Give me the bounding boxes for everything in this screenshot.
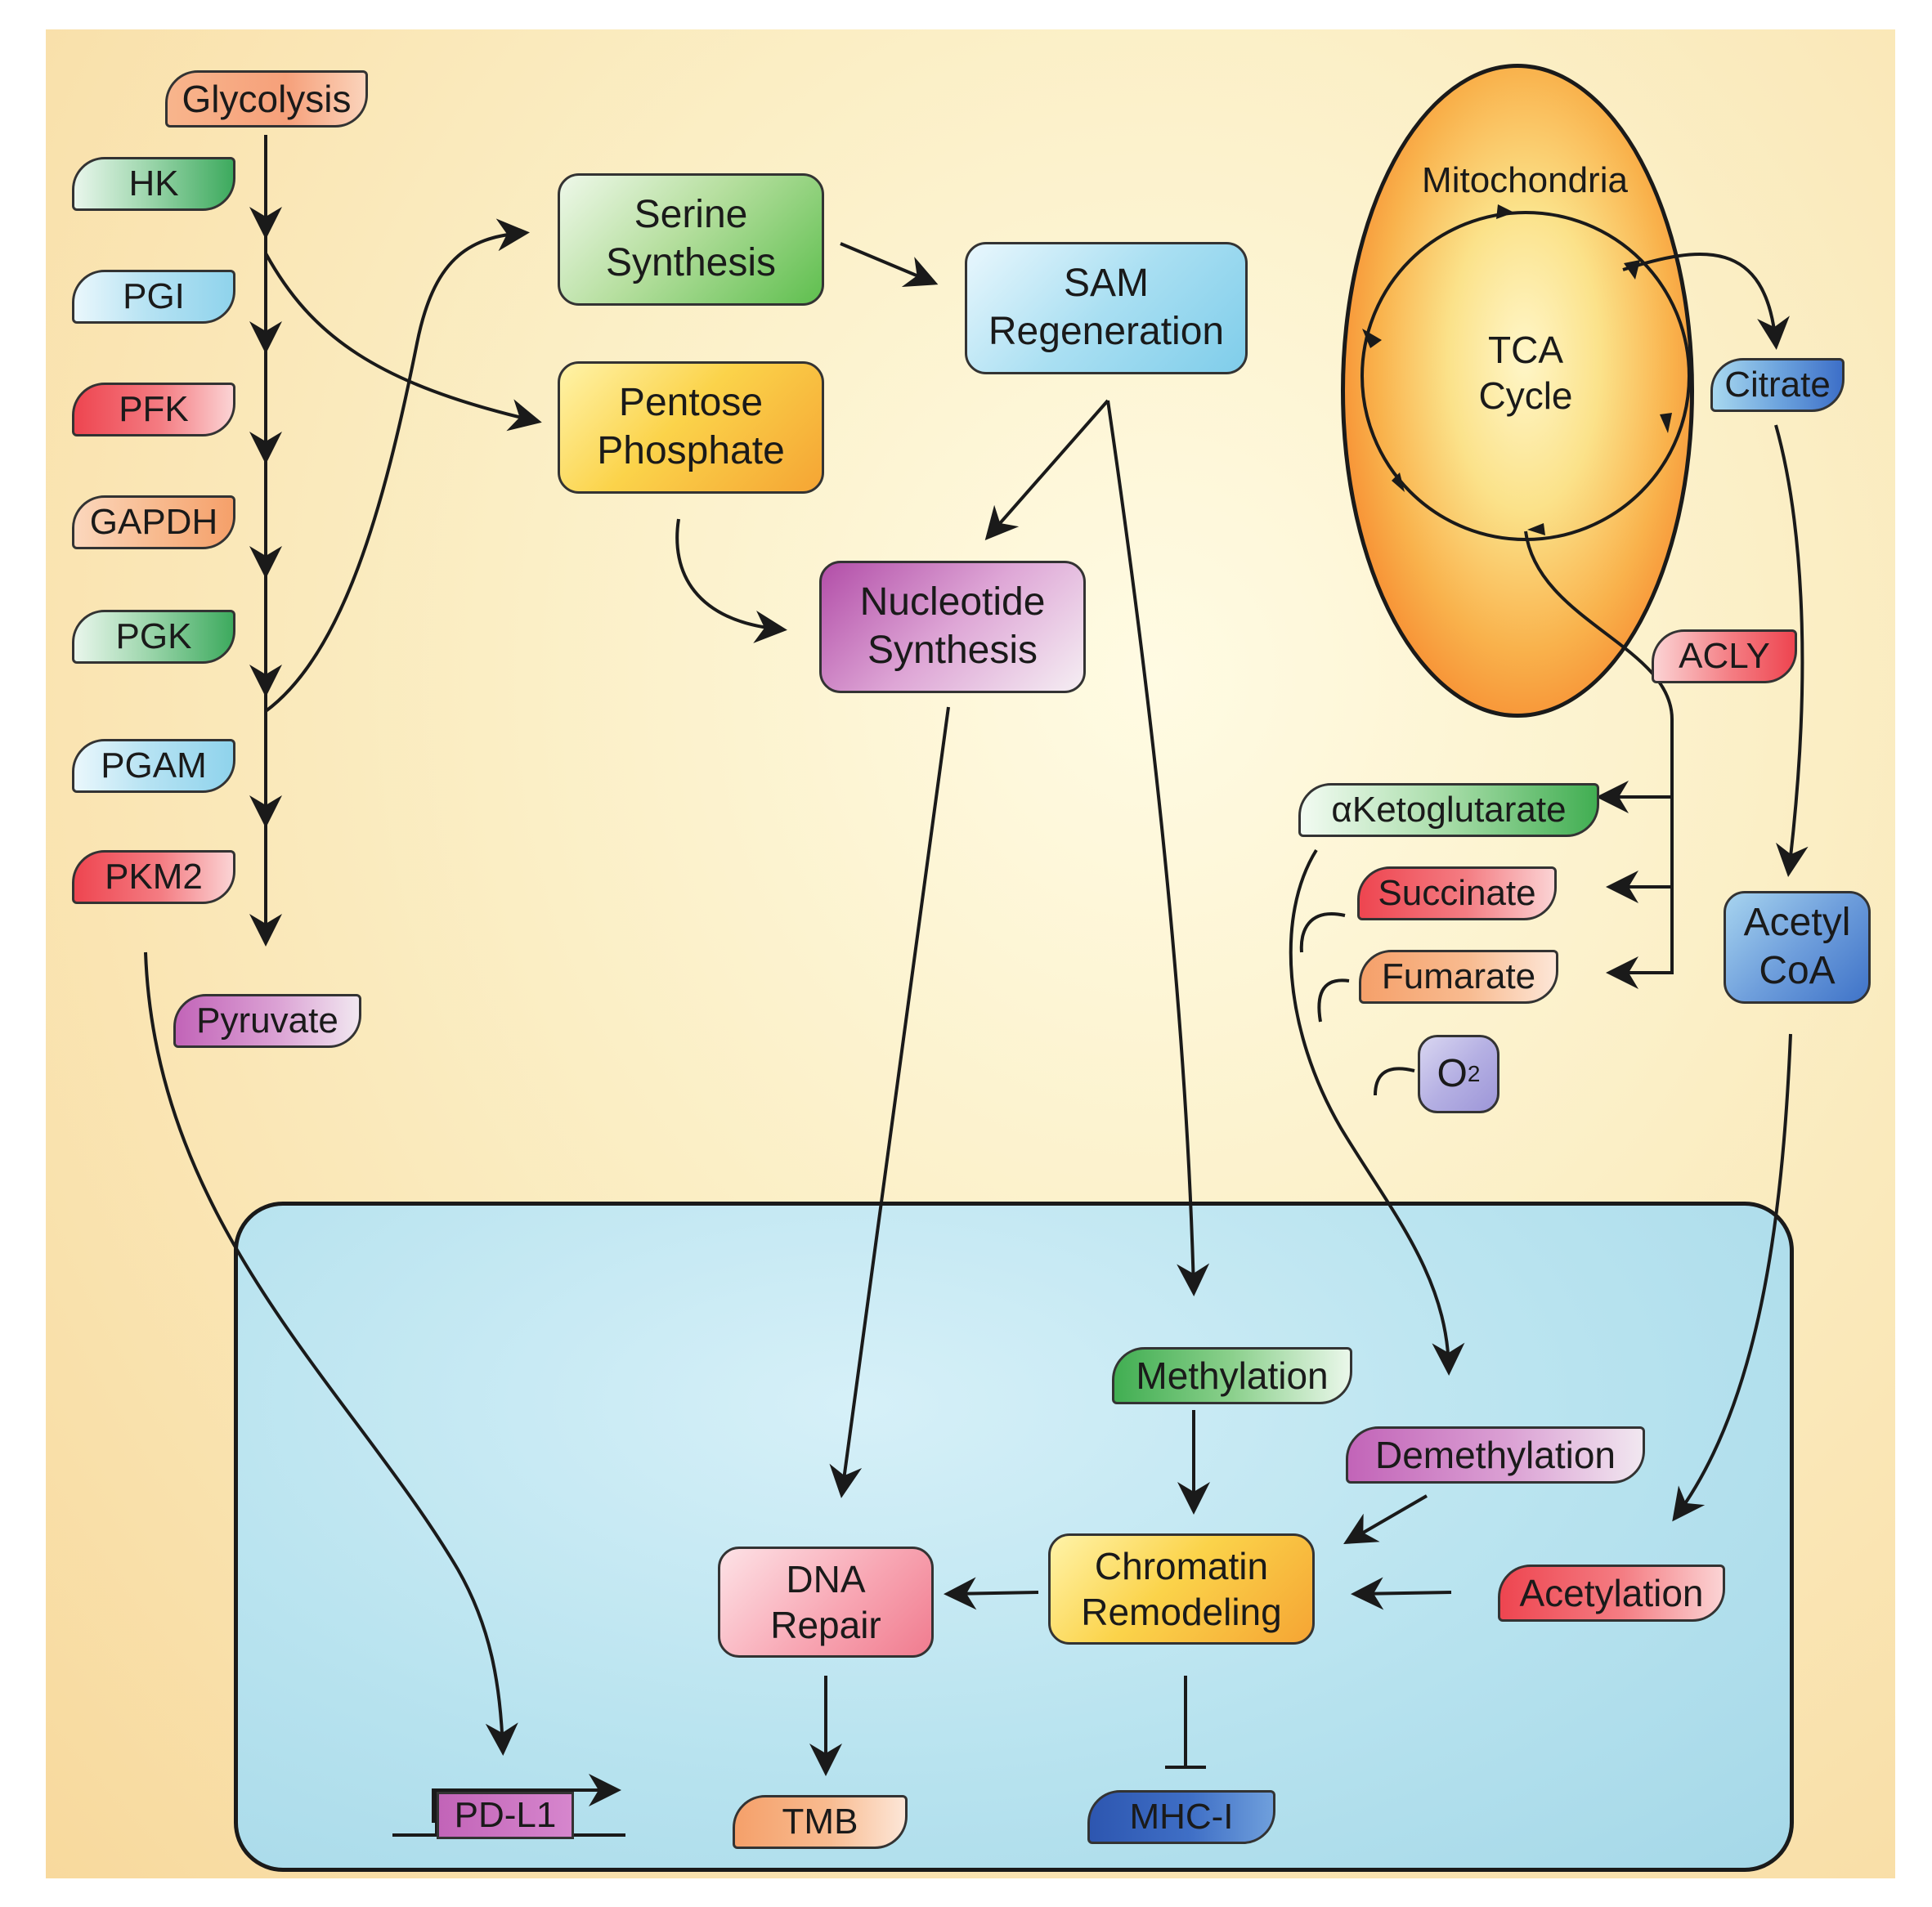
acetyl-coa-box: Acetyl CoA xyxy=(1724,891,1871,1004)
nucleotide-synthesis-box: Nucleotide Synthesis xyxy=(819,561,1086,693)
pyruvate-label: Pyruvate xyxy=(173,994,361,1048)
tca-arrowhead xyxy=(1624,260,1640,280)
tca-arrowhead xyxy=(1527,523,1545,535)
glycolysis-label: Glycolysis xyxy=(165,70,368,128)
demethylation-label: Demethylation xyxy=(1346,1426,1645,1484)
enzyme-pgk: PGK xyxy=(72,610,235,664)
arrow-sam-to-methylation xyxy=(1106,400,1210,1296)
o2-subscript: 2 xyxy=(1467,1060,1481,1086)
fumarate-label: Fumarate xyxy=(1359,950,1558,1004)
arrow-serine-to-sam xyxy=(840,242,939,288)
enzyme-pgi: PGI xyxy=(72,270,235,324)
mhc-i-label: MHC-I xyxy=(1087,1790,1275,1844)
tca-arrowhead xyxy=(1362,329,1382,348)
arrow-acetylcoa-to-acetylation xyxy=(1672,1033,1792,1522)
aketoglutarate-label: αKetoglutarate xyxy=(1298,783,1599,837)
arrow-pentose-to-nucleotide xyxy=(675,518,787,643)
arrow-sam-to-nucleotide xyxy=(984,399,1109,541)
pentose-phosphate-box: Pentose Phosphate xyxy=(558,361,824,494)
tca-cycle-ring xyxy=(1360,211,1691,541)
tca-arrowhead xyxy=(1392,472,1405,492)
arrow-chromatin-to-dna-repair xyxy=(944,1577,1039,1610)
nucleus-region xyxy=(234,1202,1794,1872)
mitochondria-label: Mitochondria xyxy=(1422,160,1628,200)
enzyme-pkm2: PKM2 xyxy=(72,850,235,904)
arrow-to-pentose xyxy=(264,253,542,432)
tca-arrowhead xyxy=(1496,204,1514,219)
arrow-to-serine xyxy=(264,218,530,713)
serine-synthesis-box: Serine Synthesis xyxy=(558,173,824,306)
fumarate-join xyxy=(1317,978,1350,1023)
succinate-join xyxy=(1299,912,1346,953)
arrow-demethylation-to-chromatin xyxy=(1343,1494,1428,1545)
o2-main: O xyxy=(1437,1051,1468,1095)
mitochondria-region xyxy=(1341,64,1694,718)
acetylation-label: Acetylation xyxy=(1498,1565,1725,1622)
o2-join xyxy=(1374,1067,1415,1096)
pdl1-promoter-arrow xyxy=(432,1774,621,1823)
enzyme-pfk: PFK xyxy=(72,383,235,436)
dna-repair-box: DNA Repair xyxy=(718,1547,934,1658)
methylation-label: Methylation xyxy=(1112,1347,1352,1404)
pdl1-gene-box: PD-L1 xyxy=(437,1792,574,1839)
tmb-label: TMB xyxy=(733,1795,908,1849)
acly-label: ACLY xyxy=(1652,629,1797,683)
arrow-acetylation-to-chromatin xyxy=(1351,1577,1452,1610)
arrow-aketoglutarate-to-demethylation xyxy=(1289,848,1465,1376)
enzyme-pgam: PGAM xyxy=(72,739,235,793)
enzyme-hk: HK xyxy=(72,157,235,211)
sam-regeneration-box: SAM Regeneration xyxy=(965,242,1248,374)
enzyme-gapdh: GAPDH xyxy=(72,495,235,549)
succinate-label: Succinate xyxy=(1357,866,1557,920)
tca-cycle-label: TCA Cycle xyxy=(1478,329,1573,418)
arrow-nucleotide-to-dna-repair xyxy=(829,706,950,1498)
citrate-label: Citrate xyxy=(1710,358,1845,412)
arrow-tca-to-citrate xyxy=(1622,253,1790,350)
arrow-citrate-to-acetylcoa xyxy=(1774,424,1809,877)
chromatin-remodeling-box: Chromatin Remodeling xyxy=(1048,1533,1315,1645)
tca-arrowhead xyxy=(1660,413,1672,433)
arrow-tca-to-fumarate xyxy=(1524,530,1674,989)
arrow-pkm2-to-pdl1 xyxy=(144,951,518,1756)
